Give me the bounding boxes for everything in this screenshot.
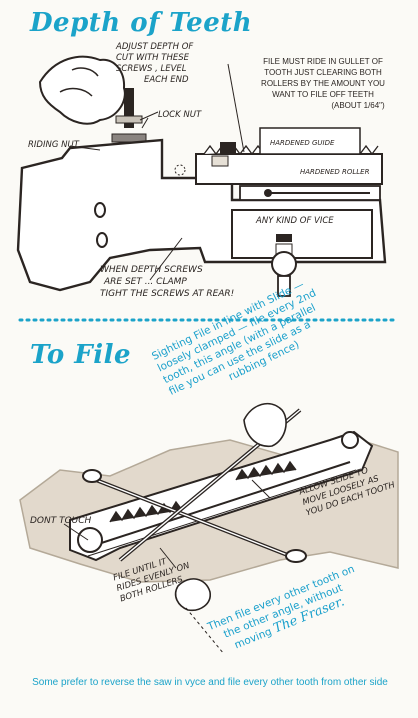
dont-touch-label: DONT TOUCH: [30, 516, 92, 526]
hand-bottom: [174, 578, 211, 612]
file-must-line-5: (ABOUT 1/64"): [331, 101, 385, 110]
adjust-line-1: ADJUST DEPTH OF: [116, 42, 194, 52]
vice-label: ANY KIND of VICE: [256, 216, 334, 226]
clamp-label: WHEN DEPTH SCREWS ARE SET ... CLAMP TIGH…: [100, 264, 234, 300]
clamp-line-2: ARE SET ... CLAMP: [104, 277, 187, 287]
file-must-label: FILE MUST RIDE IN GULLET OF TOOTH JUST C…: [238, 56, 408, 111]
adjust-line-2: CUT WITH THESE: [116, 53, 189, 63]
file-must-line-1: FILE MUST RIDE IN GULLET OF: [263, 57, 383, 66]
vice-box: [231, 209, 373, 259]
riding-nut-label: RIDING NUT: [28, 140, 79, 150]
file-must-line-2: TOOTH JUST CLEARING BOTH: [264, 68, 382, 77]
clamp-line-3: TIGHT the SCREWS AT REAR!: [100, 289, 235, 299]
hardened-guide-label: HARDENED GUIDE: [270, 139, 335, 147]
hardened-roller-label: HARDENED ROLLER: [300, 168, 370, 176]
clamp-line-1: WHEN DEPTH SCREWS: [100, 265, 203, 275]
section1-title: Depth of Teeth: [30, 8, 253, 38]
adjust-line-4: EACH END: [144, 75, 189, 85]
adjust-screw: [124, 88, 134, 128]
file-must-line-3: ROLLERS BY THE AMOUNT YOU: [261, 79, 385, 88]
lock-nut-label: LOCK NUT: [158, 110, 202, 120]
section2-title: To File: [30, 340, 132, 370]
footer-note: Some prefer to reverse the saw in vyce a…: [32, 677, 388, 688]
adjust-depth-label: ADJUST DEPTH OF CUT WITH THESE SCREWS , …: [116, 42, 226, 86]
adjust-line-3: SCREWS , LEVEL: [116, 64, 187, 74]
hand-top: [243, 402, 287, 447]
file-must-line-4: WANT TO FILE OFF TEETH: [272, 90, 374, 99]
